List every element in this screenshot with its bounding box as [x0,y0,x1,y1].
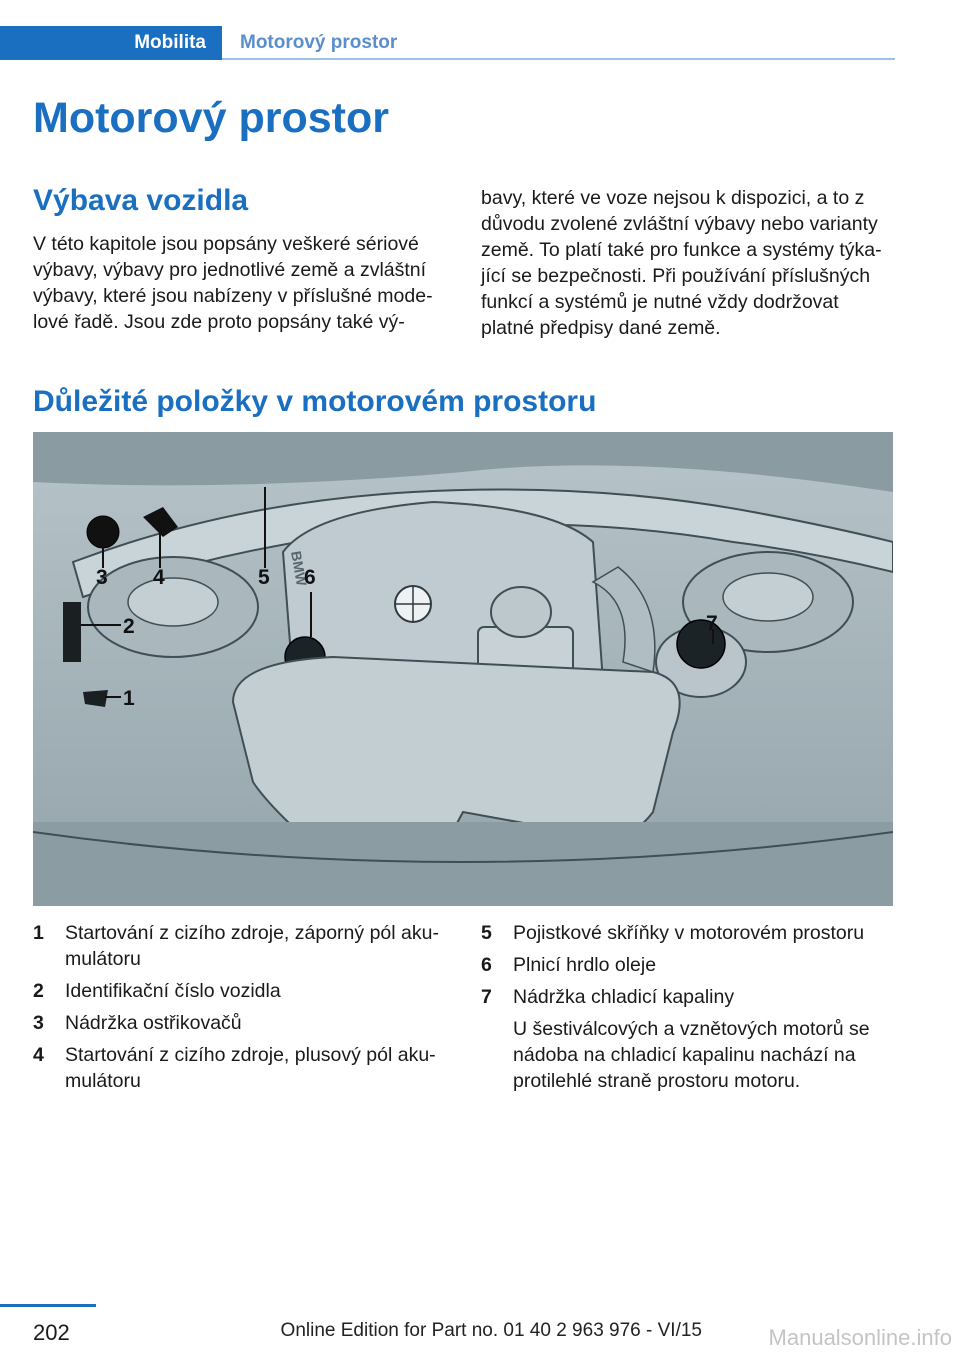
intro-text-right: bavy, které ve voze nejsou k dispozici, … [481,187,882,339]
legend-item-text: Identifikační číslo vozidla [65,980,281,1002]
header-rule [222,58,895,60]
tab-mobilita[interactable]: Mobilita [0,26,222,60]
legend-item-text: Nádržka chladicí kapaliny [513,986,735,1008]
legend-item-number: 3 [33,1012,44,1034]
engine-bay-drawing: BMW 3 4 5 6 2 1 7 [33,432,893,906]
callout-3: 3 [96,566,108,589]
bmw-logo-text: BMW [288,550,310,588]
watermark: Manualsonline.info [768,1325,952,1350]
page-title: Motorový prostor [33,94,389,142]
tab-motorovy-prostor[interactable]: Motorový prostor [240,32,398,53]
legend-item-text: Nádržka ostřikovačů [65,1012,242,1034]
callout-5: 5 [258,566,270,589]
legend-item-number: 5 [481,922,492,944]
legend-left: 1 Startování z cizího zdroje, záporný pó… [33,920,453,1100]
intro-text-left: V této kapitole jsou popsány veškeré sér… [33,233,433,333]
callout-2: 2 [123,615,135,638]
legend-item: 1 Startování z cizího zdroje, záporný pó… [33,920,453,972]
legend-item-number: 6 [481,954,492,976]
callout-7: 7 [706,612,718,635]
page-number: 202 [33,1320,70,1345]
footer-rule [0,1304,96,1307]
section-title-vybava: Výbava vozidla [33,184,249,217]
legend-item-text: Startování z cizího zdroje, záporný pól … [65,922,439,970]
legend-item-text: Pojistkové skříňky v motorovém prostoru [513,922,865,944]
engine-bay-illustration: BMW 3 4 5 6 2 1 7 [33,432,893,906]
legend-right: 5 Pojistkové skříňky v motorovém prostor… [481,920,893,1094]
legend-item: 2 Identifikační číslo vozidla [33,978,453,1004]
legend-item-number: 4 [33,1044,44,1066]
callout-1: 1 [123,687,135,710]
header-tabbar: Mobilita Motorový prostor [0,26,895,62]
legend-item-text: Plnicí hrdlo oleje [513,954,657,976]
callout-6: 6 [304,566,316,589]
legend-item: 6 Plnicí hrdlo oleje [481,952,893,978]
legend-item: 4 Startování z cizího zdroje, plusový pó… [33,1042,453,1094]
section-title-polozky: Důležité položky v motorovém prostoru [33,385,597,418]
footer-edition: Online Edition for Part no. 01 40 2 963 … [280,1320,702,1341]
legend-item-number: 2 [33,980,44,1002]
callout-4: 4 [153,566,165,589]
legend-item-number: 7 [481,986,492,1008]
legend-item: 3 Nádržka ostřikovačů [33,1010,453,1036]
legend-item: 7 Nádržka chladicí kapaliny [481,984,893,1010]
legend-note: U šestiválcových a vznětových motorů se … [513,1018,870,1092]
legend-item-number: 1 [33,922,44,944]
legend-item-text: Startování z cizího zdroje, plusový pól … [65,1044,436,1092]
legend-item: 5 Pojistkové skříňky v motorovém prostor… [481,920,893,946]
